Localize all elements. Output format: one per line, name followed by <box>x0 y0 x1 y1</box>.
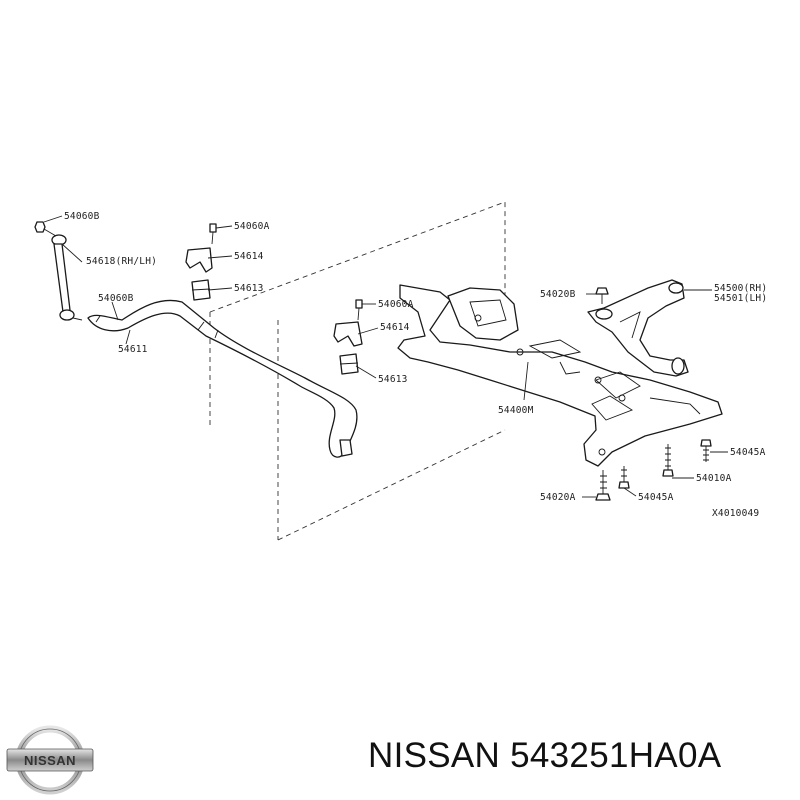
stabilizer-bar <box>87 299 358 458</box>
label-54500: 54500(RH) <box>714 283 767 294</box>
bolt-54020B <box>595 287 609 304</box>
label-54010A: 54010A <box>696 473 732 484</box>
label-54614-top: 54614 <box>234 251 264 262</box>
bolt-54020A <box>595 470 611 501</box>
label-54400M: 54400M <box>498 405 534 416</box>
label-54045A-bottom: 54045A <box>638 492 674 503</box>
label-54501: 54501(LH) <box>714 293 767 304</box>
part-number-caption: NISSAN 543251HA0A <box>368 736 722 775</box>
clamp-top <box>185 223 217 301</box>
leader-lines <box>43 215 728 498</box>
label-54613-mid: 54613 <box>378 374 408 385</box>
logo-wordmark: NISSAN <box>24 753 76 768</box>
label-54614-mid: 54614 <box>380 322 410 333</box>
label-54045A-right: 54045A <box>730 447 766 458</box>
transverse-link <box>587 279 689 377</box>
bolt-54010A <box>662 444 674 477</box>
label-54060B-top: 54060B <box>64 211 100 222</box>
label-54020A: 54020A <box>540 492 576 503</box>
label-54060A-mid: 54060A <box>378 299 414 310</box>
label-54060A-top: 54060A <box>234 221 270 232</box>
suspension-member <box>397 284 723 467</box>
label-54611: 54611 <box>118 344 148 355</box>
reference-code: X4010049 <box>712 508 759 519</box>
label-54060B-mid: 54060B <box>98 293 134 304</box>
label-54618: 54618(RH/LH) <box>86 256 157 267</box>
bolt-54045A-right <box>700 439 712 462</box>
label-54020B: 54020B <box>540 289 576 300</box>
stabilizer-link <box>34 221 83 321</box>
bolt-54045A-bottom <box>618 466 630 489</box>
clamp-mid <box>333 299 363 375</box>
nissan-logo: NISSAN <box>6 725 94 795</box>
label-54613-top: 54613 <box>234 283 264 294</box>
